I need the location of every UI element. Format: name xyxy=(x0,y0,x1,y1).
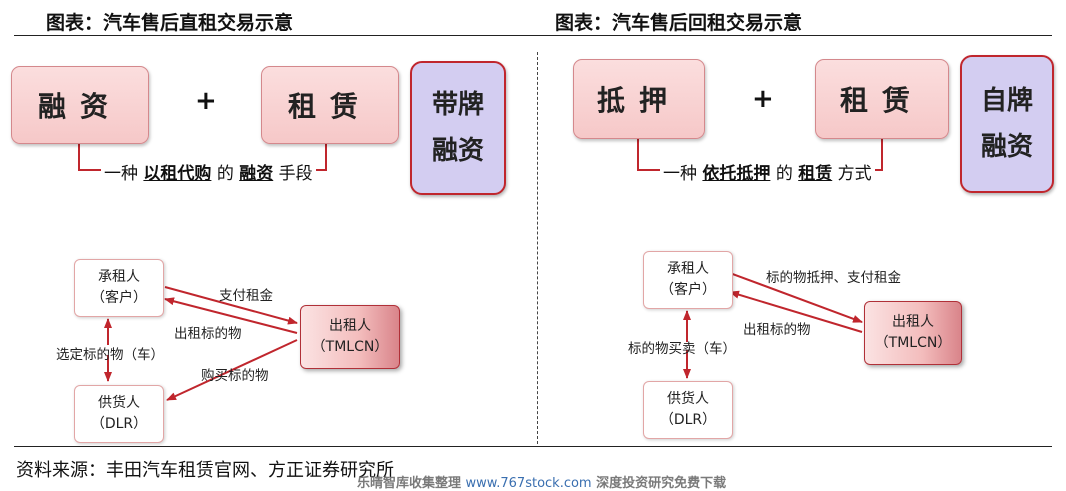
right-supplier-line2: （DLR） xyxy=(659,412,717,428)
left-desc-pre: 一种 xyxy=(104,164,138,184)
left-lessee-node: 承租人 （客户） xyxy=(74,259,164,317)
title-rule xyxy=(14,35,1052,36)
left-supplier-node: 供货人 （DLR） xyxy=(74,385,164,443)
left-lessor-node: 出租人 （TMLCN） xyxy=(300,305,400,369)
watermark-pre: 乐晴智库收集整理 xyxy=(357,476,462,491)
right-lessor-node: 出租人 （TMLCN） xyxy=(864,301,962,365)
right-lessor-line1: 出租人 xyxy=(892,314,934,330)
arrow-lease-item-r xyxy=(729,290,863,333)
arrow-mortgage-pay xyxy=(729,272,863,323)
left-desc-em2: 融资 xyxy=(239,164,274,184)
left-plus: + xyxy=(195,86,217,116)
left-lessor-line1: 出租人 xyxy=(329,318,371,334)
financing-box: 融资 xyxy=(11,66,149,144)
left-lessee-line1: 承租人 xyxy=(98,269,140,285)
left-lessee-line2: （客户） xyxy=(91,290,147,306)
plate-financing-box: 带牌 融资 xyxy=(410,61,506,195)
leasing-box: 租赁 xyxy=(261,66,399,144)
right-lessee-line1: 承租人 xyxy=(667,261,709,277)
right-desc-em2: 租赁 xyxy=(798,164,833,184)
watermark-post: 深度投资研究免费下载 xyxy=(596,476,727,491)
left-desc: 一种 以租代购 的 融资 手段 xyxy=(101,159,316,184)
left-label-select-item: 选定标的物（车） xyxy=(56,347,164,363)
left-supplier-line1: 供货人 xyxy=(98,395,140,411)
left-desc-post: 手段 xyxy=(278,164,313,184)
right-desc-pre: 一种 xyxy=(663,164,697,184)
right-label-buy-sell: 标的物买卖（车） xyxy=(628,341,736,357)
right-supplier-line1: 供货人 xyxy=(667,391,709,407)
right-label-mortgage-pay: 标的物抵押、支付租金 xyxy=(766,270,901,286)
watermark: 乐晴智库收集整理 www.767stock.com 深度投资研究免费下载 xyxy=(357,472,726,491)
left-desc-mid: 的 xyxy=(216,164,234,184)
right-title: 图表：汽车售后回租交易示意 xyxy=(555,12,803,34)
left-label-pay-rent: 支付租金 xyxy=(219,288,273,304)
right-label-lease-item: 出租标的物 xyxy=(743,322,811,338)
left-label-lease-item: 出租标的物 xyxy=(174,326,242,342)
arrow-pay-rent xyxy=(164,286,298,325)
right-lessor-line2: （TMLCN） xyxy=(874,335,952,351)
own-plate-financing-box: 自牌 融资 xyxy=(960,55,1054,193)
plate-financing-line1: 带牌 xyxy=(431,90,484,120)
right-desc: 一种 依托抵押 的 租赁 方式 xyxy=(660,159,875,184)
mortgage-box: 抵押 xyxy=(573,59,705,139)
left-supplier-line2: （DLR） xyxy=(90,416,148,432)
own-plate-line2: 融资 xyxy=(980,132,1033,162)
right-desc-mid: 的 xyxy=(775,164,793,184)
right-lessee-node: 承租人 （客户） xyxy=(643,251,733,309)
right-desc-em1: 依托抵押 xyxy=(702,164,771,184)
left-title: 图表：汽车售后直租交易示意 xyxy=(46,12,294,34)
left-label-buy-item: 购买标的物 xyxy=(201,368,269,384)
left-desc-em1: 以租代购 xyxy=(143,164,212,184)
plate-financing-line2: 融资 xyxy=(431,136,484,166)
left-lessor-line2: （TMLCN） xyxy=(311,339,389,355)
arrow-buy-item xyxy=(166,339,298,401)
right-plus: + xyxy=(752,84,774,114)
panel-divider xyxy=(537,52,538,444)
right-desc-post: 方式 xyxy=(837,164,872,184)
arrow-lease-item xyxy=(164,297,298,334)
watermark-url: www.767stock.com xyxy=(465,476,592,491)
own-plate-line1: 自牌 xyxy=(980,86,1033,116)
right-lessee-line2: （客户） xyxy=(660,282,716,298)
right-supplier-node: 供货人 （DLR） xyxy=(643,381,733,439)
footer-rule xyxy=(14,446,1052,447)
right-leasing-box: 租赁 xyxy=(815,59,949,139)
source-note: 资料来源：丰田汽车租赁官网、方正证券研究所 xyxy=(16,460,394,481)
